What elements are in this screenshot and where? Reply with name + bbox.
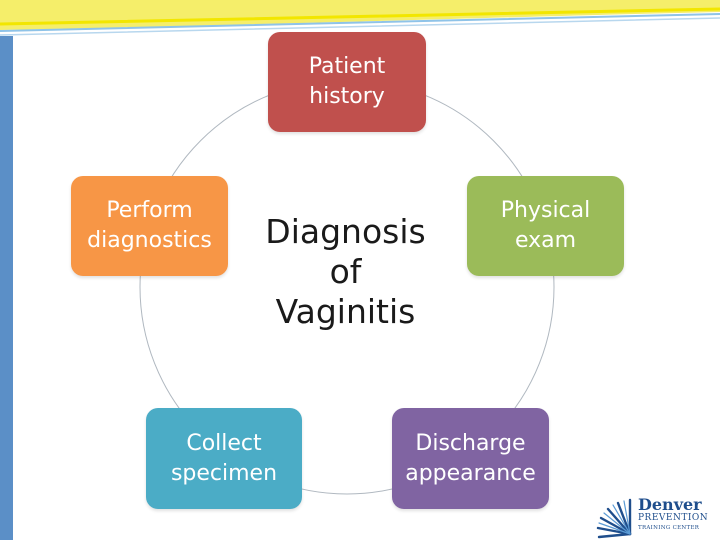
logo-line-1: Denver: [638, 495, 702, 514]
node-physical-exam: Physical exam: [467, 176, 624, 276]
node-collect-specimen: Collect specimen: [146, 408, 302, 509]
node-patient-history: Patient history: [268, 32, 426, 132]
left-accent-bar: [0, 36, 13, 540]
logo-line-3: TRAINING CENTER: [638, 525, 700, 531]
denver-prevention-logo: Denver PREVENTION TRAINING CENTER: [596, 494, 720, 540]
node-discharge-appearance: Discharge appearance: [392, 408, 549, 509]
top-decorative-band: [0, 0, 720, 36]
node-perform-diagnostics: Perform diagnostics: [71, 176, 228, 276]
logo-line-2: PREVENTION: [638, 513, 709, 523]
center-title: Diagnosis of Vaginitis: [265, 212, 426, 331]
sunburst-icon: [596, 498, 632, 539]
